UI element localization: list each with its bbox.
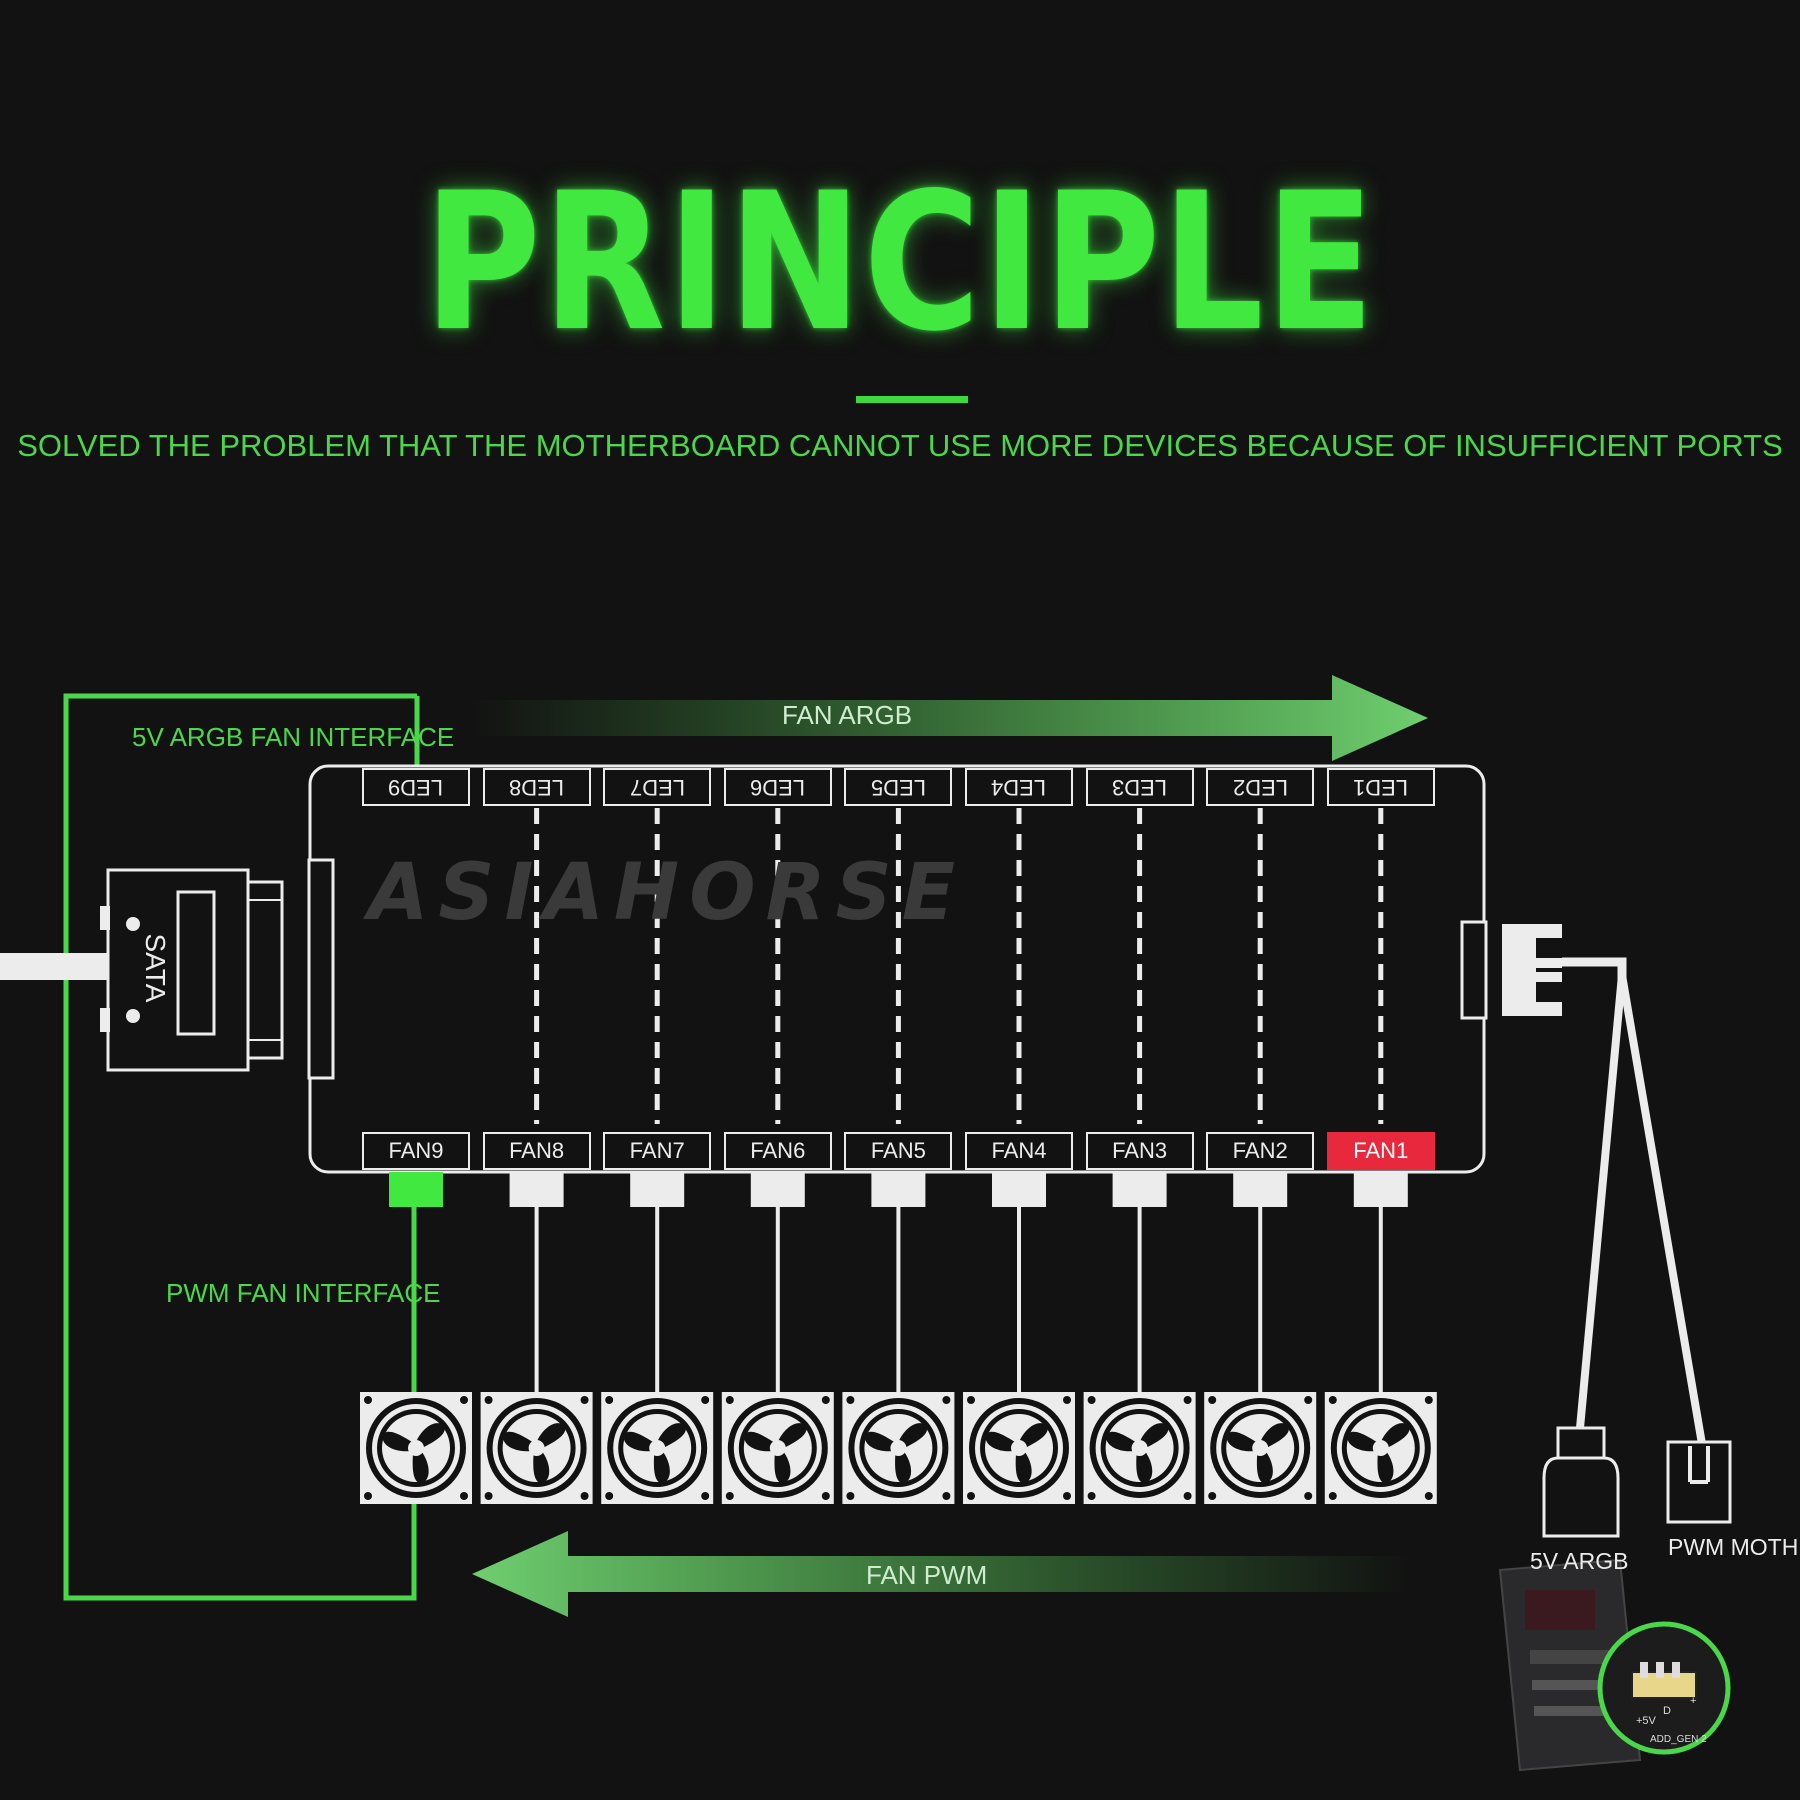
fan-port-label: FAN9 xyxy=(388,1138,444,1163)
fan-port-fan8: FAN8 xyxy=(482,1132,591,1170)
fan-port-label: FAN2 xyxy=(1232,1138,1288,1163)
led-port-led4: LED4 xyxy=(965,768,1073,806)
fan-port-label: FAN6 xyxy=(750,1138,806,1163)
fan-port-fan6: FAN6 xyxy=(723,1132,832,1170)
led-port-led3: LED3 xyxy=(1085,768,1194,806)
fan-port-fan1: FAN1 xyxy=(1326,1132,1435,1170)
hub-input-port xyxy=(1460,920,1488,1020)
led-port-label: LED5 xyxy=(870,775,926,800)
fan-port-fan7: FAN7 xyxy=(603,1132,712,1170)
pwm-connector-icon xyxy=(1666,1440,1732,1524)
fan-pin-header xyxy=(1112,1172,1167,1207)
fan-icon xyxy=(480,1392,593,1504)
fan-pin-header xyxy=(871,1172,926,1207)
argb-cable xyxy=(1576,974,1626,1429)
led-port-label: LED6 xyxy=(750,775,806,800)
fan-pin-header xyxy=(630,1172,685,1207)
fan-icon xyxy=(1204,1392,1317,1504)
svg-text:ADD_GEN 2: ADD_GEN 2 xyxy=(1650,1734,1707,1745)
led-port-label: LED4 xyxy=(991,775,1047,800)
fan-pin-header xyxy=(1233,1172,1288,1207)
fan-icon xyxy=(1083,1392,1196,1504)
input-cable xyxy=(1562,957,1627,980)
argb-connector-label: 5V ARGB xyxy=(1530,1548,1629,1574)
led-port-led1: LED1 xyxy=(1326,768,1435,806)
page-title: PRINCIPLE xyxy=(423,152,1377,373)
argb-interface-label: 5V ARGB FAN INTERFACE xyxy=(132,722,455,752)
led-port-label: LED7 xyxy=(629,775,685,800)
pwm-connector-label: PWM MOTH xyxy=(1668,1534,1799,1560)
fan-icon xyxy=(601,1392,714,1504)
argb-connector-icon xyxy=(1542,1426,1620,1538)
led-port-label: LED2 xyxy=(1232,775,1288,800)
fan-pin-header xyxy=(992,1172,1046,1207)
fan-icon xyxy=(963,1392,1075,1504)
input-plug-icon xyxy=(1502,924,1562,1016)
led-port-led2: LED2 xyxy=(1206,768,1315,806)
fan-port-fan4: FAN4 xyxy=(965,1132,1073,1170)
fan-pin-header xyxy=(750,1172,805,1207)
sata-label: SATA xyxy=(140,933,171,1003)
fan-port-fan5: FAN5 xyxy=(844,1132,953,1170)
svg-text:+5V: +5V xyxy=(1636,1715,1657,1727)
svg-text:D: D xyxy=(1663,1705,1671,1717)
subtitle: SOLVED THE PROBLEM THAT THE MOTHERBOARD … xyxy=(17,428,1783,463)
fan-port-label: FAN7 xyxy=(629,1138,685,1163)
sata-connector-icon xyxy=(100,868,284,1072)
fan-icon xyxy=(360,1392,472,1504)
fan-argb-arrow-label: FAN ARGB xyxy=(782,700,913,730)
led-port-led9: LED9 xyxy=(362,768,470,806)
fan-pin-header xyxy=(389,1172,443,1207)
fan-port-label: FAN8 xyxy=(509,1138,565,1163)
led-port-led7: LED7 xyxy=(603,768,712,806)
fan-pwm-arrow-label: FAN PWM xyxy=(866,1560,988,1590)
fan-pin-header xyxy=(1353,1172,1408,1207)
led-port-led5: LED5 xyxy=(844,768,953,806)
led-port-led8: LED8 xyxy=(482,768,591,806)
led-port-label: LED1 xyxy=(1353,775,1409,800)
svg-text:+: + xyxy=(1690,1695,1696,1707)
title-underline xyxy=(856,396,968,403)
fan-icon xyxy=(721,1392,834,1504)
fan-port-fan3: FAN3 xyxy=(1085,1132,1194,1170)
fan-port-label: FAN4 xyxy=(991,1138,1047,1163)
pwm-cable xyxy=(1618,974,1706,1445)
led-port-label: LED3 xyxy=(1112,775,1168,800)
fan-port-label: FAN1 xyxy=(1353,1138,1409,1163)
led-port-led6: LED6 xyxy=(723,768,832,806)
motherboard-icon: +5V D + ADD_GEN 2 xyxy=(1498,1558,1731,1772)
hub-channels xyxy=(360,808,1437,1504)
fan-port-label: FAN3 xyxy=(1112,1138,1168,1163)
pwm-interface-label: PWM FAN INTERFACE xyxy=(166,1278,441,1308)
argb-loop-line xyxy=(63,693,417,1601)
led-port-label: LED8 xyxy=(509,775,565,800)
fan-pwm-arrow xyxy=(472,1531,1410,1617)
fan-port-label: FAN5 xyxy=(870,1138,926,1163)
fan-argb-arrow xyxy=(470,675,1428,761)
fan-icon xyxy=(1324,1392,1437,1504)
fan-port-fan9: FAN9 xyxy=(362,1132,470,1170)
led-port-label: LED9 xyxy=(388,775,444,800)
fan-port-fan2: FAN2 xyxy=(1206,1132,1315,1170)
hub-sata-port xyxy=(307,858,335,1080)
watermark: ASIAHORSE xyxy=(368,848,966,938)
sata-cable xyxy=(0,953,110,980)
fan-pin-header xyxy=(509,1172,564,1207)
fan-icon xyxy=(842,1392,955,1504)
